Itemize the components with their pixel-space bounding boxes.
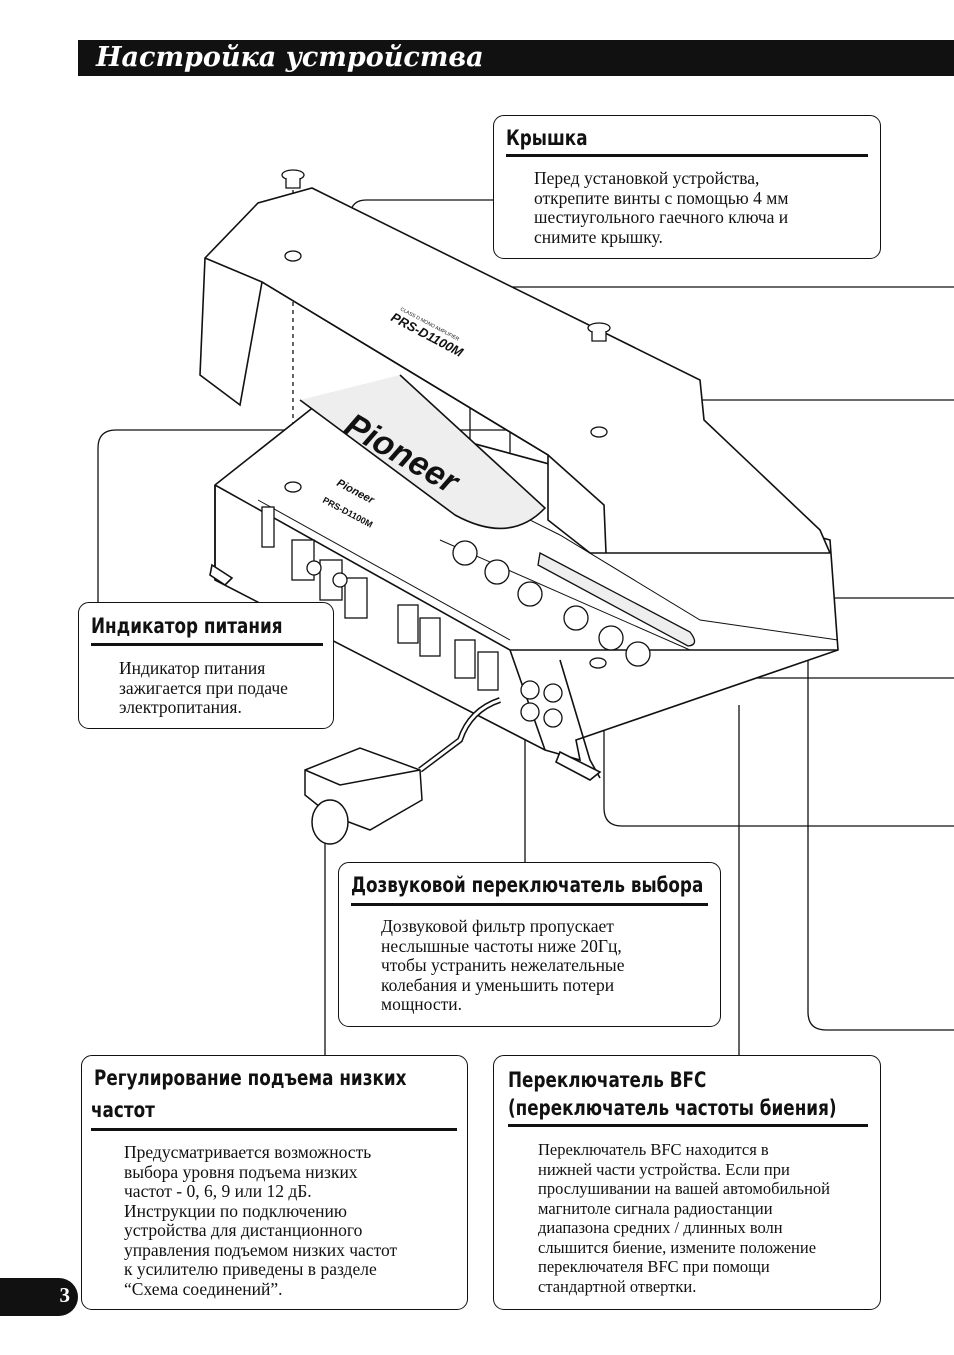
cover-section: Крышка Перед установкой устройства, откр…: [493, 115, 881, 259]
bass-boost-body-line: Инструкции по подключению: [124, 1200, 347, 1221]
bass-boost-title-rule: [91, 1128, 457, 1131]
screw-icon: [281, 169, 611, 669]
bfc-body-line: прослушивании на вашей автомобильной: [538, 1179, 830, 1198]
bfc-title-line-2: (переключатель частоты биения): [508, 1096, 837, 1120]
subsonic-section: Дозвуковой переключатель выбора Дозвуков…: [338, 862, 721, 1027]
power-indicator-body: Индикатор питания зажигается при подаче …: [119, 658, 288, 718]
cover-body-line: Перед установкой устройства,: [534, 168, 760, 188]
cover-body: Перед установкой устройства, открепите в…: [534, 168, 789, 247]
power-indicator-body-line: зажигается при подаче: [119, 677, 288, 698]
power-indicator-title-rule: [91, 643, 323, 646]
bass-boost-body-line: выбора уровня подъема низких: [124, 1161, 358, 1182]
bass-boost-body: Предусматривается возможность выбора уро…: [124, 1142, 398, 1299]
bass-boost-body-line: “Схема соединений”.: [124, 1278, 283, 1299]
bass-boost-title-line-2: частот: [91, 1098, 155, 1122]
subsonic-body-line: неслышные частоты ниже 20Гц,: [381, 935, 622, 956]
bfc-body-line: Переключатель BFC находится в: [538, 1140, 769, 1159]
bass-boost-title-line-1: Регулирование подъема низких: [94, 1066, 407, 1090]
control-knobs: [439, 539, 696, 667]
page-number-tab: 3: [0, 1278, 78, 1316]
remote-bass-knob: [304, 697, 502, 845]
bass-boost-body-line: Предусматривается возможность: [124, 1142, 372, 1162]
subsonic-body-line: колебания и уменьшить потери: [381, 974, 615, 995]
cover-title-rule: [506, 154, 868, 157]
cover-body-line: открепите винты с помощью 4 мм: [534, 187, 789, 208]
cover-body-line: снимите крышку.: [534, 226, 663, 247]
bfc-body-line: стандартной отвертки.: [538, 1276, 697, 1296]
subsonic-body-line: мощности.: [381, 994, 463, 1014]
subsonic-body: Дозвуковой фильтр пропускает неслышные ч…: [381, 916, 625, 1015]
power-indicator-title: Индикатор питания: [91, 614, 283, 638]
subsonic-title-rule: [351, 903, 708, 906]
subsonic-title: Дозвуковой переключатель выбора: [351, 873, 704, 897]
bass-boost-body-line: устройства для дистанционного: [124, 1220, 363, 1240]
bass-boost-body-line: к усилителю приведены в разделе: [124, 1259, 377, 1279]
section-header-bar: Настройка устройства: [78, 40, 954, 76]
power-indicator-body-line: Индикатор питания: [119, 658, 266, 678]
bfc-body-line: слышится биение, измените положение: [538, 1237, 817, 1257]
bfc-body-line: нижней части устройства. Если при: [538, 1159, 790, 1179]
page-title: Настройка устройства: [96, 42, 484, 73]
subsonic-body-line: Дозвуковой фильтр пропускает: [381, 916, 614, 936]
bass-boost-section: Регулирование подъема низких частот Пред…: [81, 1055, 468, 1310]
power-indicator-body-line: электропитания.: [119, 697, 242, 717]
cover-illustration: [199, 187, 832, 554]
cover-body-line: шестиугольного гаечного ключа и: [534, 207, 789, 227]
bass-boost-body-line: управления подъемом низких частот: [124, 1239, 398, 1260]
bfc-section: Переключатель BFC (переключатель частоты…: [493, 1055, 881, 1310]
bfc-body-line: магнитоле сигнала радиостанции: [538, 1198, 773, 1218]
power-indicator-section: Индикатор питания Индикатор питания зажи…: [78, 602, 334, 729]
speaker-terminals: [261, 506, 563, 728]
bfc-body: Переключатель BFC находится в нижней час…: [538, 1140, 830, 1296]
cover-title: Крышка: [506, 126, 588, 150]
bfc-title-rule: [508, 1124, 868, 1127]
subsonic-body-line: чтобы устранить нежелательные: [381, 955, 625, 975]
bfc-body-line: диапазона средних / длинных волн: [538, 1218, 783, 1237]
page-number: 3: [59, 1283, 71, 1307]
bfc-title-line-1: Переключатель BFC: [508, 1068, 707, 1092]
bass-boost-body-line: частот - 0, 6, 9 или 12 дБ.: [124, 1181, 312, 1201]
bfc-body-line: переключателя BFC при помощи: [538, 1257, 770, 1276]
